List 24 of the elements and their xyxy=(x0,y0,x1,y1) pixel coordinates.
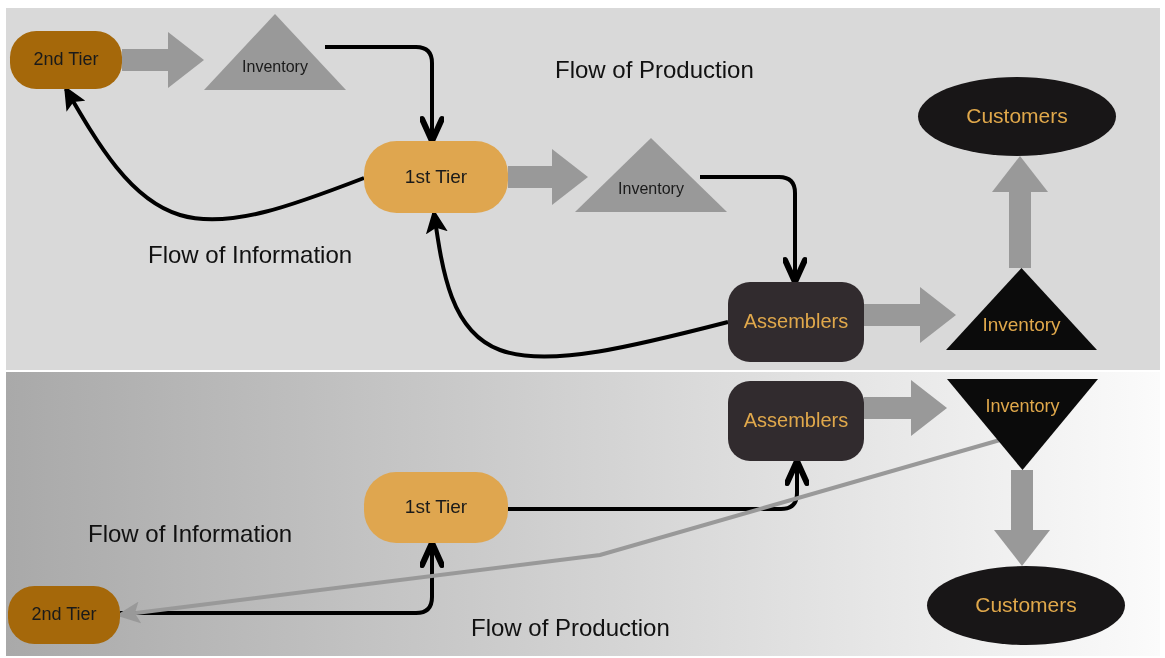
node-label: 2nd Tier xyxy=(32,49,100,71)
flow-caption: Flow of Production xyxy=(555,56,754,84)
node-label: Inventory xyxy=(984,395,1061,417)
block-arrow xyxy=(992,156,1048,268)
node-label: Inventory xyxy=(981,314,1062,336)
flow-caption: Flow of Information xyxy=(88,520,293,548)
arrow xyxy=(700,175,808,285)
node-label: 1st Tier xyxy=(403,165,469,188)
node-label: Inventory xyxy=(617,180,685,199)
node-label: Customers xyxy=(965,103,1069,128)
arrow xyxy=(325,45,445,144)
block-arrow xyxy=(864,287,956,343)
flow-caption: Flow of Production xyxy=(471,614,670,642)
node-label: Assemblers xyxy=(742,409,850,432)
node-label: Assemblers xyxy=(742,310,850,333)
block-arrow xyxy=(994,470,1050,566)
node-label: Customers xyxy=(974,592,1078,617)
block-arrow xyxy=(508,149,588,205)
node-label: 2nd Tier xyxy=(30,604,98,626)
flow-caption: Flow of Information xyxy=(148,241,353,269)
block-arrow xyxy=(864,380,947,436)
block-arrow xyxy=(122,32,204,88)
node-label: 1st Tier xyxy=(403,496,469,519)
node-label: Inventory xyxy=(241,57,309,76)
